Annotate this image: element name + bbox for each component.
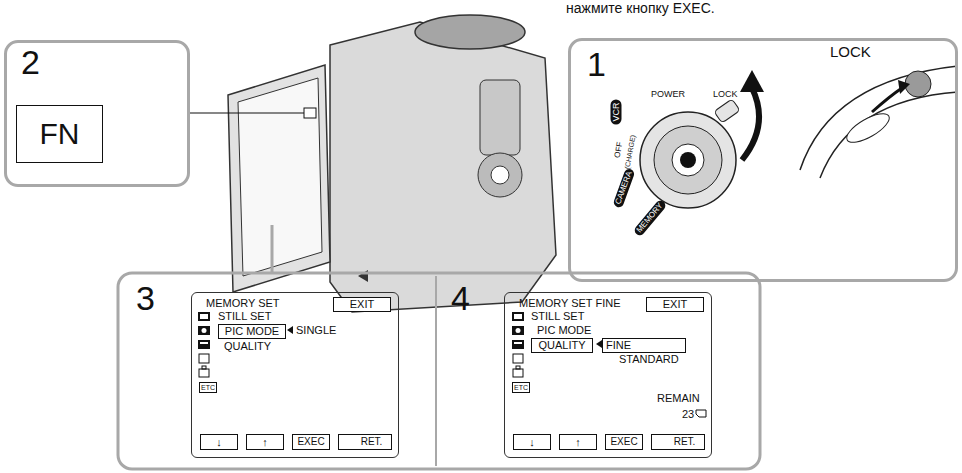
button-label: ↑ xyxy=(575,437,581,448)
menu-item-box: QUALITY xyxy=(531,338,593,353)
lcd-menu-screen: MEMORY SET FINE STILL SET PIC MODE STANDARD… xyxy=(504,292,712,458)
fn-button: FN xyxy=(16,105,103,163)
button-label: QUALITY xyxy=(538,340,585,351)
viewfinder xyxy=(480,80,520,155)
leader-line xyxy=(190,112,304,113)
lock-arrow xyxy=(872,88,902,112)
etc-icon: ETC xyxy=(512,382,530,393)
step-panel: 3MEMORY SET STILL SET SINGLE QUALITY EXIT PIC… xyxy=(120,275,436,468)
label-text: нажмите кнопку EXEC. xyxy=(566,1,715,15)
step-number: 4 xyxy=(451,281,470,315)
camera-dial-center xyxy=(491,166,509,184)
button-label: ETC xyxy=(201,384,215,391)
lock-arrow-head xyxy=(898,80,910,94)
exec-button: EXEC xyxy=(605,434,643,450)
button-label: FINE xyxy=(606,340,631,351)
button-label: EXIT xyxy=(350,299,374,310)
dial-closeup xyxy=(820,92,958,178)
button-label: ↑ xyxy=(262,437,268,448)
camera-dial xyxy=(478,153,522,197)
return-button: RET. xyxy=(338,434,392,450)
selected-option-box: FINE xyxy=(602,338,686,353)
lcd-panel xyxy=(228,65,330,292)
label-text: POWER xyxy=(650,90,686,99)
menu-text: MEMORY SET xyxy=(206,298,280,309)
menu-text: REMAIN xyxy=(657,393,700,404)
button-label: EXIT xyxy=(663,299,687,310)
power-dial-inner xyxy=(672,144,704,176)
exit-button: EXIT xyxy=(646,297,704,312)
menu-text: 23 xyxy=(682,409,694,420)
power-dial xyxy=(654,126,722,194)
menu-icons xyxy=(198,312,210,377)
power-dial-rim xyxy=(640,112,736,208)
mode-pill-label: MEMORY xyxy=(633,199,668,237)
menu-text: STANDARD xyxy=(619,354,679,365)
step-number: 2 xyxy=(21,45,40,79)
step-number: 1 xyxy=(587,47,606,81)
button-label: RET. xyxy=(674,437,696,447)
button-label: FN xyxy=(40,119,80,149)
menu-text: MEMORY SET FINE xyxy=(519,298,620,309)
mode-pill-label: VCR xyxy=(611,99,622,124)
etc-icon: ETC xyxy=(199,382,217,393)
nav-button: ↑ xyxy=(559,434,597,450)
step-panel: 4MEMORY SET FINE STILL SET PIC MODE STANDAR… xyxy=(437,275,755,468)
label-text: LOCK xyxy=(830,44,871,59)
lock-slot xyxy=(843,108,894,148)
return-button: RET. xyxy=(651,434,705,450)
menu-text: QUALITY xyxy=(224,341,271,352)
button-label: EXEC xyxy=(610,437,637,447)
mode-pill-label: CAMERA xyxy=(612,167,635,208)
exit-button: EXIT xyxy=(333,297,391,312)
menu-item-box: PIC MODE xyxy=(218,324,286,339)
turn-arrow-head xyxy=(740,70,764,92)
memory-card-icon xyxy=(696,410,706,417)
button-label: RET. xyxy=(361,437,383,447)
lcd-menu-screen: MEMORY SET STILL SET SINGLE QUALITY EXIT PIC … xyxy=(191,292,399,458)
camera-body xyxy=(330,22,556,312)
nav-button: ↑ xyxy=(246,434,284,450)
nav-button: ↓ xyxy=(200,434,238,450)
nav-button: ↓ xyxy=(513,434,551,450)
exec-button: EXEC xyxy=(292,434,330,450)
step-number: 3 xyxy=(136,281,155,315)
step-panel: 2FN xyxy=(4,40,190,187)
label-text: (CHARGE) xyxy=(623,133,636,170)
label-text: LOCK xyxy=(712,90,739,99)
menu-text: PIC MODE xyxy=(537,325,591,336)
button-label: EXEC xyxy=(297,437,324,447)
lock-lever xyxy=(714,99,740,123)
leader-line xyxy=(271,225,274,273)
divider xyxy=(435,276,437,466)
menu-text: STILL SET xyxy=(531,311,584,322)
button-label: PIC MODE xyxy=(225,326,279,337)
button-label: ETC xyxy=(514,384,528,391)
menu-icons xyxy=(512,312,524,377)
touch-point xyxy=(304,108,316,118)
button-label: ↓ xyxy=(216,437,222,448)
dial-closeup xyxy=(800,66,958,170)
button-label: ↓ xyxy=(529,437,535,448)
power-dial-center xyxy=(680,152,696,168)
turn-arrow xyxy=(742,88,759,160)
menu-text: SINGLE xyxy=(296,325,336,336)
pointer-triangle xyxy=(287,326,293,334)
screens-frame xyxy=(118,273,760,469)
lcd-screen xyxy=(238,78,322,276)
menu-text: STILL SET xyxy=(218,311,271,322)
camera-lens xyxy=(415,15,525,49)
label-text: OFF xyxy=(613,140,624,159)
